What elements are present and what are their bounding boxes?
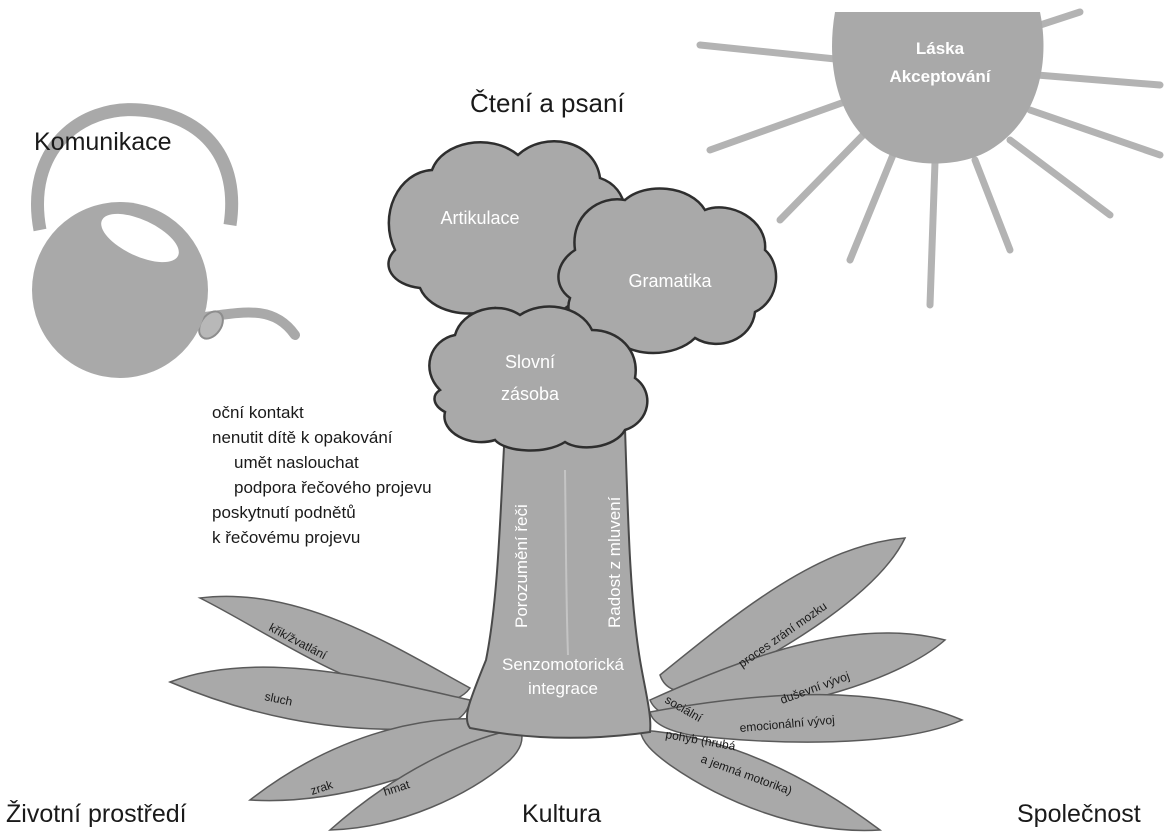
watering-can-icon <box>31 103 300 378</box>
trunk-label-joy: Radost z mluvení <box>605 496 624 628</box>
note-no-repetition: nenutit dítě k opakování <box>212 428 393 447</box>
note-listening: umět naslouchat <box>234 453 359 472</box>
watering-can-opening <box>101 213 179 263</box>
root-label-sight: zrak <box>309 777 336 798</box>
root-touch <box>327 727 523 831</box>
sun-disc <box>832 12 1044 164</box>
label-culture: Kultura <box>522 800 602 828</box>
note-eye-contact: oční kontakt <box>212 403 304 422</box>
label-society: Společnost <box>1017 800 1141 828</box>
sun-label-love: Láska <box>916 39 965 58</box>
label-communication: Komunikace <box>34 128 172 156</box>
sun-label-acceptance: Akceptování <box>889 67 991 86</box>
trunk-divider <box>564 469 569 656</box>
cloud-vocabulary <box>428 305 649 452</box>
label-reading-writing: Čtení a psaní <box>470 88 625 118</box>
watering-can-handle <box>31 103 239 232</box>
crown-label-vocabulary-line1: Slovní <box>505 352 555 372</box>
note-speech-expression: k řečovému projevu <box>212 528 361 547</box>
sun: Láska Akceptování <box>696 8 1164 309</box>
note-speech-support: podpora řečového projevu <box>234 478 432 497</box>
sun-rays <box>696 8 1164 309</box>
root-movement <box>639 729 883 832</box>
trunk-label-understanding: Porozumění řeči <box>512 504 531 628</box>
crown-label-articulation: Artikulace <box>440 208 519 228</box>
root-label-hearing: sluch <box>263 689 293 709</box>
roots-right <box>639 537 964 832</box>
trunk-label-integration: integrace <box>528 679 598 698</box>
tree-trunk <box>465 427 652 739</box>
crown-label-grammar: Gramatika <box>628 271 712 291</box>
roots-left <box>167 595 523 831</box>
crown-label-vocabulary-line2: zásoba <box>501 384 560 404</box>
note-stimuli: poskytnutí podnětů <box>212 503 356 522</box>
root-emotional <box>649 693 964 743</box>
label-environment: Životní prostředí <box>6 800 187 828</box>
trunk-label-sensorimotor: Senzomotorická <box>502 655 624 674</box>
tree-crown <box>387 140 778 452</box>
